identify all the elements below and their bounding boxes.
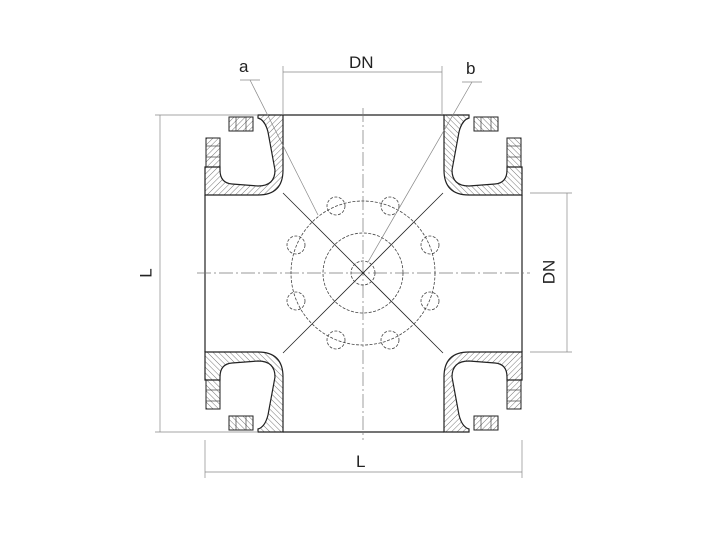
flange-face [286,196,440,350]
diagonals [282,192,444,354]
label-dn-top: DN [349,53,374,72]
dimension-lines [155,66,572,478]
label-b: b [466,59,476,78]
label-l-left: L [136,268,156,278]
body-outline [204,114,523,433]
label-a: a [239,57,249,76]
label-l-bottom: L [356,452,366,471]
label-dn-right: DN [539,259,559,285]
